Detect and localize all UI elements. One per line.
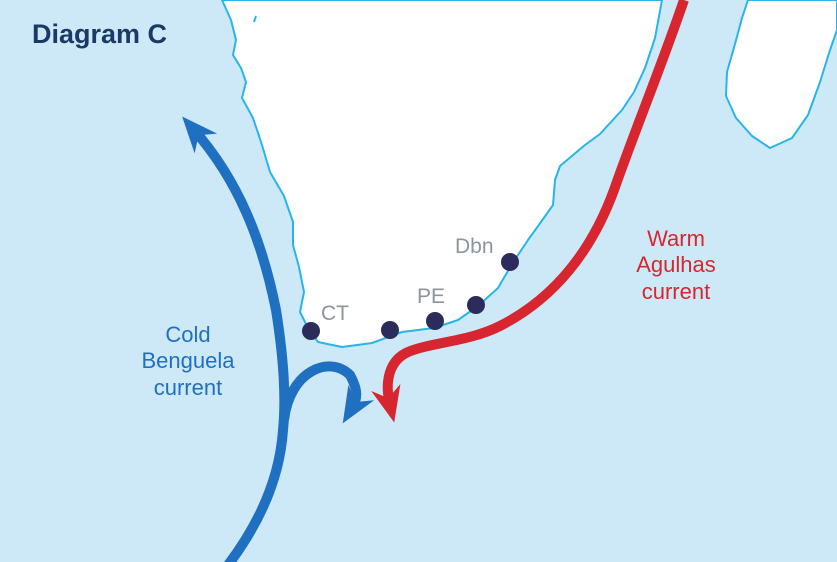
city-label-dbn: Dbn xyxy=(455,235,494,258)
city-label-pe: PE xyxy=(417,285,446,308)
benguela-label-line-1: Cold xyxy=(165,322,211,347)
city-dot-east xyxy=(467,296,485,314)
city-dot-coast xyxy=(381,321,399,339)
city-dot-pe xyxy=(426,312,444,330)
agulhas-label-line-2: Agulhas xyxy=(636,252,716,278)
coast-notch xyxy=(253,15,257,23)
africa-landmass xyxy=(221,0,663,348)
city-dot-dbn xyxy=(501,253,519,271)
benguela-current-arrow xyxy=(182,116,290,562)
city-label-ct: CT xyxy=(321,302,349,325)
benguela-current-hook-arrow xyxy=(279,361,375,424)
agulhas-label-line-1: Warm xyxy=(647,226,705,251)
benguela-label-line-2: Benguela xyxy=(141,348,235,374)
benguela-label-line-3: current xyxy=(153,374,223,400)
city-dot-ct xyxy=(302,322,320,340)
agulhas-label-line-3: current xyxy=(641,278,711,304)
benguela-current-label: Cold Benguela current xyxy=(140,322,236,401)
madagascar-island xyxy=(725,0,837,149)
diagram-title: Diagram C xyxy=(32,19,168,49)
agulhas-current-label: Warm Agulhas current xyxy=(618,226,734,305)
agulhas-current-arrow xyxy=(371,0,689,423)
